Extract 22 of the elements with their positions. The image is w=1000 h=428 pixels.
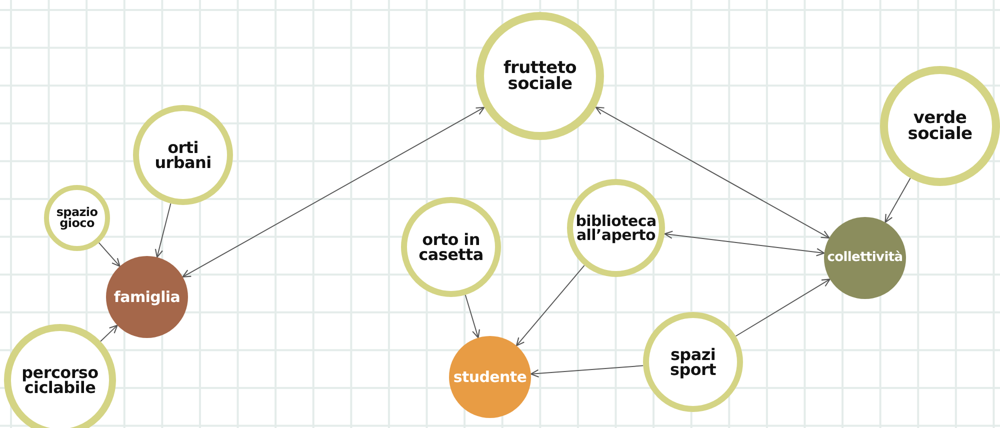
arrow xyxy=(595,106,830,238)
node-label: orto in casetta xyxy=(418,232,484,262)
node-label: famiglia xyxy=(114,290,180,304)
arrow xyxy=(154,202,172,258)
arrow xyxy=(98,242,120,267)
node-label: percorso ciclabile xyxy=(20,364,100,396)
node-label: verde sociale xyxy=(906,110,974,142)
arrow xyxy=(464,294,480,338)
node-label: spazio gioco xyxy=(55,206,99,230)
arrow xyxy=(530,365,644,378)
node-label: collettività xyxy=(827,252,903,264)
arrow xyxy=(735,278,830,337)
arrow xyxy=(182,106,485,278)
node-label: biblioteca all’aperto xyxy=(574,214,658,242)
arrow xyxy=(664,230,825,256)
arrow xyxy=(884,178,911,223)
node-label: spazi sport xyxy=(668,346,717,378)
arrow xyxy=(100,324,118,342)
node-label: orti urbani xyxy=(154,140,212,170)
node-label: studente xyxy=(453,370,527,384)
node-label: frutteto sociale xyxy=(502,60,578,92)
arrow xyxy=(516,264,585,346)
